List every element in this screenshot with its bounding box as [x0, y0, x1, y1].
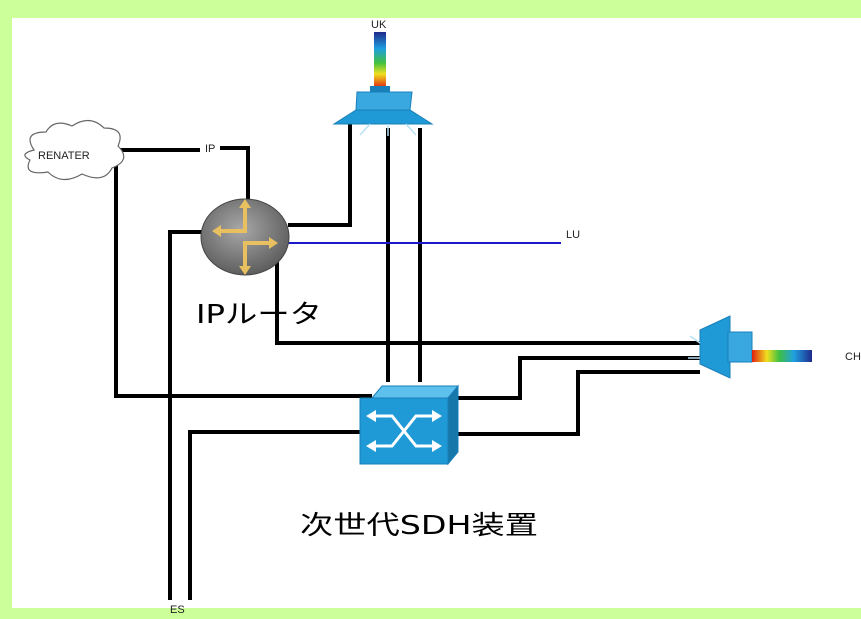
optical-mux-uk: [332, 32, 434, 136]
cloud-icon: [24, 119, 125, 181]
diagram-background: [12, 18, 861, 608]
optical-mux-ch: [688, 315, 812, 379]
es-label: ES: [170, 604, 185, 616]
ip-label: IP: [205, 143, 215, 155]
sdh-switch-icon: [359, 384, 460, 466]
spectrum-gradient-icon: [374, 32, 386, 88]
uk-label: UK: [371, 19, 387, 31]
router-icon: [200, 198, 290, 276]
ch-label: CH: [845, 351, 861, 363]
renater-label: RENATER: [38, 150, 90, 162]
spectrum-gradient-icon: [752, 350, 812, 362]
lu-label: LU: [566, 229, 580, 241]
router-caption: IPルータ: [196, 300, 322, 330]
trunk-lines: [114, 120, 700, 600]
sdh-caption: 次世代SDH装置: [300, 511, 538, 541]
